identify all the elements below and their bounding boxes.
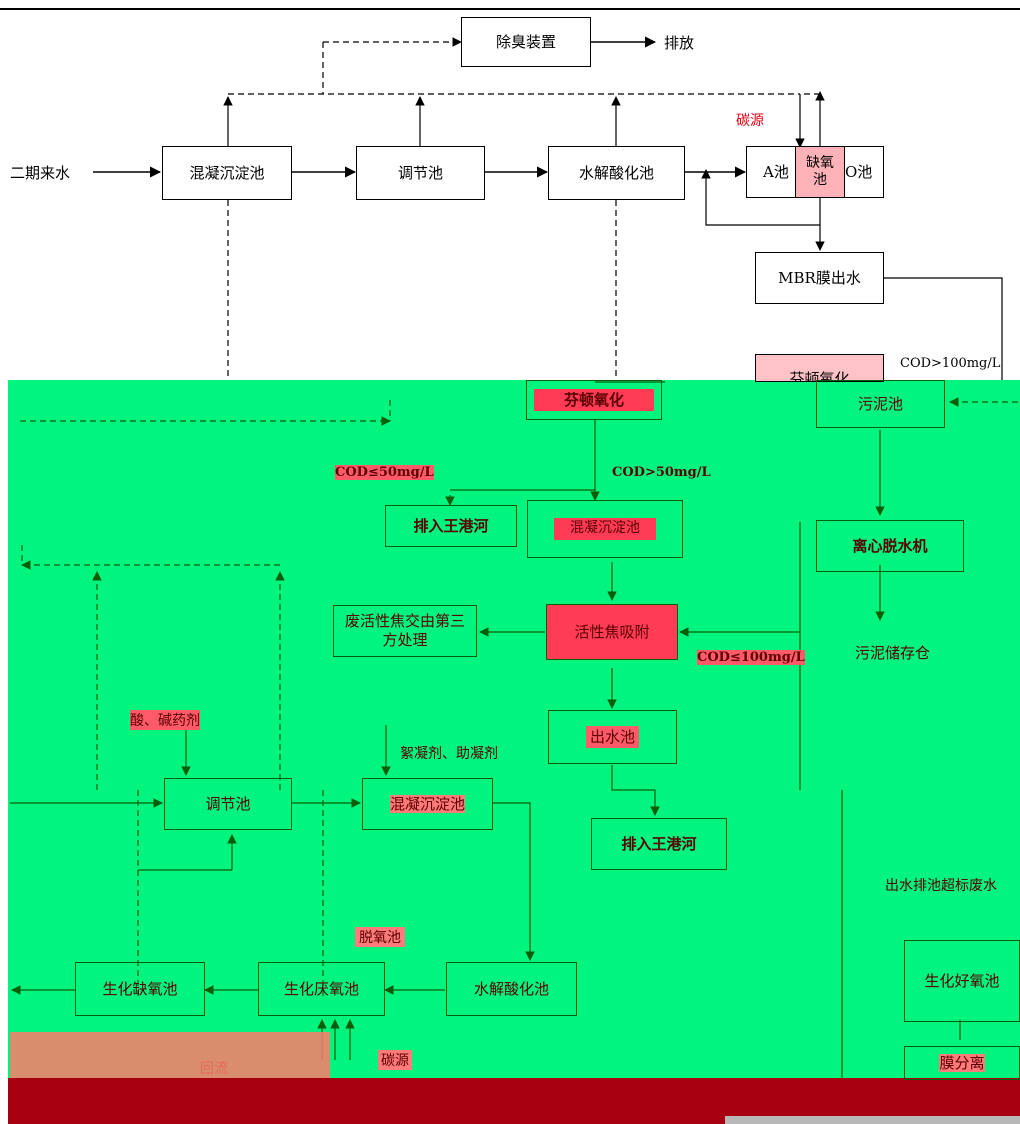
coag-settle-label-3: 混凝沉淀池 — [389, 794, 465, 814]
carbon-source-bottom-label: 碳源 — [378, 1050, 412, 1070]
adjust-tank-label-2: 调节池 — [205, 794, 251, 813]
deodorization-box: 除臭装置 — [461, 17, 591, 67]
discharge-wanggang-box-1: 排入王港河 — [385, 505, 517, 547]
adjust-tank-box-2: 调节池 — [164, 778, 292, 830]
mbr-label: MBR膜出水 — [778, 268, 861, 287]
active-coke-box: 活性焦吸附 — [546, 604, 678, 660]
adjust-tank-label-1: 调节池 — [397, 163, 443, 182]
inflow-label: 二期来水 — [10, 164, 71, 182]
fenton-oxidation-label: 芬顿氧化 — [533, 388, 654, 412]
hydrolysis-box-2: 水解酸化池 — [446, 962, 577, 1016]
outlet-tank-box: 出水池 — [548, 710, 677, 764]
flocculant-label: 絮凝剂、助凝剂 — [400, 746, 498, 762]
cod-le50-label: COD≤50mg/L — [335, 465, 434, 480]
waste-carbon-label: 废活性焦交由第三方处理 — [344, 612, 465, 649]
mbr-box: MBR膜出水 — [755, 252, 884, 304]
discharge-wanggang-label-2: 排入王港河 — [621, 834, 697, 853]
hydrolysis-box-1: 水解酸化池 — [548, 146, 685, 200]
waste-carbon-box: 废活性焦交由第三方处理 — [333, 605, 477, 657]
grey-band — [725, 1116, 1020, 1124]
outlet-exceed-label: 出水排池超标废水 — [885, 878, 997, 894]
hydrolysis-label-1: 水解酸化池 — [578, 163, 654, 182]
membrane-box: 膜分离 — [904, 1046, 1020, 1080]
centrifuge-box: 离心脱水机 — [816, 520, 964, 572]
cod-le100-label: COD≤100mg/L — [697, 650, 805, 665]
carbon-source-top-label: 碳源 — [736, 113, 764, 129]
coag-settle-label-1: 混凝沉淀池 — [189, 163, 265, 182]
coag-settle-box-3: 混凝沉淀池 — [362, 778, 493, 830]
deodorization-label: 除臭装置 — [495, 32, 556, 51]
acid-base-label: 酸、碱药剂 — [130, 710, 200, 730]
fenton-oxidation-box: 芬顿氧化 — [526, 380, 662, 420]
bio-anaerobic-box: 生化厌氧池 — [258, 962, 385, 1016]
adjust-tank-box-1: 调节池 — [356, 146, 485, 200]
bio-anoxic-label: 生化缺氧池 — [102, 979, 178, 998]
sludge-tank-label: 污泥池 — [857, 394, 903, 413]
coag-settle-box-1: 混凝沉淀池 — [162, 146, 292, 200]
bio-anaerobic-label: 生化厌氧池 — [283, 979, 359, 998]
discharge-wanggang-box-2: 排入王港河 — [591, 818, 727, 870]
anoxic-tank-label: 缺氧池 — [806, 155, 834, 188]
cod-gt50-label: COD>50mg/L — [612, 465, 711, 480]
sludge-storage-label: 污泥储存仓 — [855, 644, 931, 662]
coag-settle-box-2: 混凝沉淀池 — [527, 500, 683, 558]
a-tank-label: A池 — [763, 162, 789, 181]
fenton-box-top: 芬顿氧化 — [755, 354, 884, 382]
bio-aerobic-box: 生化好氧池 — [904, 940, 1020, 1022]
outlet-tank-label: 出水池 — [585, 725, 639, 749]
membrane-label: 膜分离 — [939, 1053, 985, 1073]
bio-aerobic-label: 生化好氧池 — [924, 971, 1000, 990]
hydrolysis-label-2: 水解酸化池 — [473, 979, 549, 998]
ao-tank-box: A池 缺氧池 O池 — [746, 146, 884, 198]
cod-gt100-label: COD>100mg/L — [900, 356, 1001, 371]
discharge-wanggang-label-1: 排入王港河 — [413, 516, 489, 535]
centrifuge-label: 离心脱水机 — [852, 536, 928, 555]
sludge-tank-box: 污泥池 — [816, 380, 945, 428]
active-coke-label: 活性焦吸附 — [574, 622, 650, 641]
fenton-label-top: 芬顿氧化 — [789, 370, 850, 382]
coag-settle-label-2: 混凝沉淀池 — [554, 518, 656, 540]
deox-tank-label: 脱氧池 — [355, 927, 405, 947]
discharge-label: 排放 — [664, 34, 695, 52]
salmon-band — [10, 1032, 330, 1078]
bio-anoxic-box: 生化缺氧池 — [75, 962, 205, 1016]
o-tank-label: O池 — [845, 162, 873, 181]
anoxic-tank-cell: 缺氧池 — [795, 147, 845, 197]
